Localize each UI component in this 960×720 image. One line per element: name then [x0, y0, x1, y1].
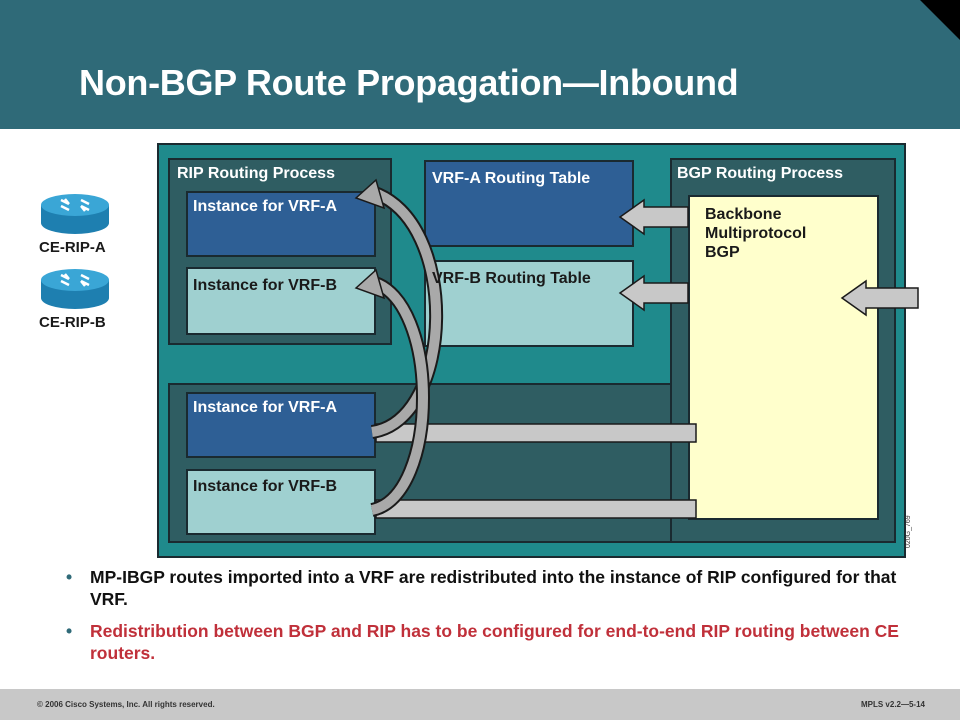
arrow-icon-bgp-to-vrf-a — [618, 198, 689, 236]
vrf-a-table-label: VRF-A Routing Table — [432, 170, 591, 187]
bullet-list: • MP-IBGP routes imported into a VRF are … — [66, 566, 926, 674]
curved-arrow-icon-b — [370, 277, 428, 515]
bgp-label-line2: Multiprotocol — [705, 225, 807, 242]
router-label-ce-rip-a: CE-RIP-A — [39, 239, 106, 256]
vrf-b-table-label: VRF-B Routing Table — [432, 270, 591, 287]
instance-b1-label: Instance for VRF-B — [193, 277, 338, 294]
instance-a1-label: Instance for VRF-A — [193, 198, 338, 215]
arrowhead-icon-a — [354, 178, 386, 210]
vrf-a-routing-table — [424, 160, 634, 247]
title-bar — [0, 0, 960, 129]
arrow-icon-bgp-to-vrf-b — [618, 274, 689, 312]
bgp-label-line1: Backbone — [705, 206, 782, 223]
instance-b2-label: Instance for VRF-B — [193, 478, 338, 495]
vrf-b-routing-table — [424, 260, 634, 347]
backbone-mp-bgp — [688, 195, 879, 520]
rip-process-label: RIP Routing Process — [177, 165, 335, 182]
copyright: © 2006 Cisco Systems, Inc. All rights re… — [37, 700, 215, 709]
arrow-icon-incoming-bgp — [840, 279, 919, 317]
bar-icon-to-instance-b — [375, 499, 697, 519]
router-icon-ce-rip-b — [41, 269, 109, 309]
rip-instance-vrf-b-bottom — [186, 469, 376, 535]
bgp-process-label: BGP Routing Process — [677, 165, 843, 182]
bgp-label-line3: BGP — [705, 244, 740, 261]
rip-instance-vrf-b-top — [186, 267, 376, 335]
footer-bar: © 2006 Cisco Systems, Inc. All rights re… — [0, 689, 960, 720]
bullet-dot-icon: • — [66, 621, 73, 641]
rip-instance-vrf-a-top — [186, 191, 376, 257]
bullet-item: • MP-IBGP routes imported into a VRF are … — [66, 566, 926, 610]
rip-instance-vrf-a-bottom — [186, 392, 376, 458]
slide-title: Non-BGP Route Propagation—Inbound — [79, 62, 739, 103]
bullet-text: Redistribution between BGP and RIP has t… — [90, 621, 899, 663]
instance-a2-label: Instance for VRF-A — [193, 399, 338, 416]
bullet-text: MP-IBGP routes imported into a VRF are r… — [90, 567, 897, 609]
bullet-item: • Redistribution between BGP and RIP has … — [66, 620, 926, 664]
bullet-dot-icon: • — [66, 567, 73, 587]
router-label-ce-rip-b: CE-RIP-B — [39, 314, 106, 331]
corner-triangle — [920, 0, 960, 40]
arrowhead-icon-b — [354, 268, 386, 300]
curved-arrow-icon-a — [370, 187, 442, 437]
router-icon-ce-rip-a — [41, 194, 109, 234]
figure-id: 020G_769 — [905, 515, 912, 548]
course-id: MPLS v2.2—5-14 — [860, 700, 925, 709]
